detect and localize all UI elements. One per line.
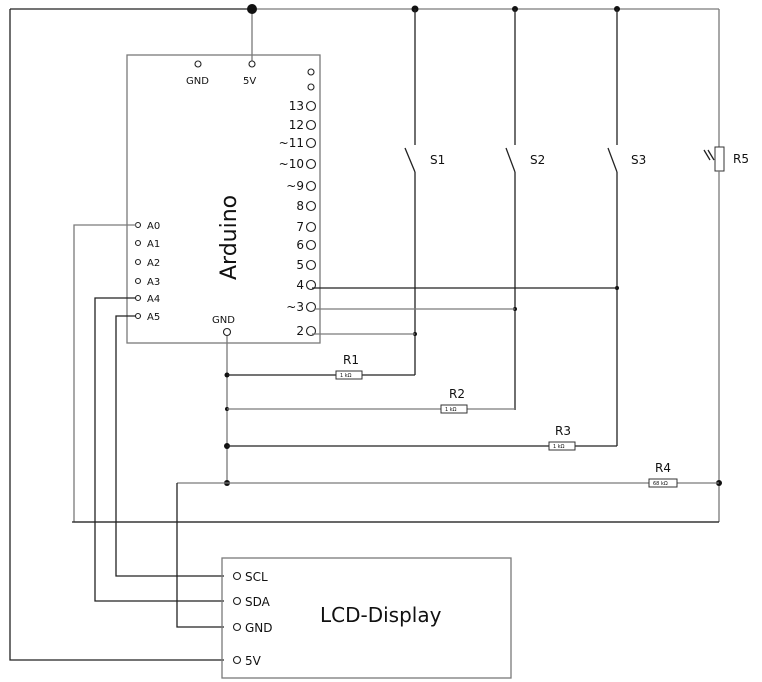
lcd-pin <box>232 655 242 665</box>
arduino-pin-label: GND <box>186 76 209 87</box>
lcd-display: LCD-Display SCL SDA GND 5V <box>221 557 512 679</box>
resistor-r2: 1 kΩ R2 <box>227 387 515 414</box>
arduino-pin-gnd-bottom <box>222 327 232 337</box>
arduino-digital-pin <box>305 301 317 313</box>
arduino-analog-pin <box>134 258 142 266</box>
resistor-r4-body <box>648 478 678 488</box>
resistor-r3-value: 1 kΩ <box>553 444 565 450</box>
lcd-pin-label: GND <box>245 621 273 635</box>
switch-s3: S3 <box>607 9 646 446</box>
arduino-title: Arduino <box>217 195 242 280</box>
arduino-digital-pin <box>305 180 317 192</box>
wire-a4-sda <box>94 297 224 602</box>
lcd-pin <box>232 571 242 581</box>
switch-s1-contact <box>404 147 416 173</box>
arduino-analog-pin <box>134 277 142 285</box>
resistor-r2-body <box>440 404 468 414</box>
lcd-pin <box>232 596 242 606</box>
arduino-digital-pin-label: 7 <box>296 220 304 234</box>
arduino-analog-pin-label: A4 <box>147 294 160 305</box>
ldr-body <box>714 146 725 172</box>
arduino-digital-pin <box>305 239 317 251</box>
digital-pin-column: 13 12 ~11 ~10 ~9 8 7 6 5 4 ~3 2 <box>279 68 317 338</box>
ldr-label: R5 <box>733 152 749 166</box>
arduino-analog-pin-label: A1 <box>147 239 160 250</box>
arduino-analog-pin <box>134 221 142 229</box>
vcc-to-lcd-wire <box>9 9 224 661</box>
lcd-outline <box>221 557 512 679</box>
light-arrows-icon <box>703 149 715 161</box>
resistor-r4: 68 kΩ R4 <box>177 461 719 488</box>
arduino-digital-pin <box>305 100 317 112</box>
wire-gnd-lcd <box>176 483 224 628</box>
arduino-analog-pin <box>134 239 142 247</box>
arduino-digital-pin-label: ~11 <box>279 136 304 150</box>
arduino-pin-label: 5V <box>243 76 256 87</box>
switch-s2: S2 <box>505 9 545 410</box>
arduino-digital-pin-label: ~3 <box>286 300 304 314</box>
lcd-pin-label: 5V <box>245 654 262 668</box>
switch-s3-label: S3 <box>631 153 646 167</box>
arduino-analog-pin <box>134 294 142 302</box>
arduino-digital-pin-label: ~10 <box>279 157 304 171</box>
arduino-digital-pin <box>305 200 317 212</box>
junction-dot <box>247 4 257 14</box>
resistor-r4-value: 68 kΩ <box>653 481 668 487</box>
arduino-digital-pin <box>305 259 317 271</box>
arduino-digital-pin-label: 2 <box>296 324 304 338</box>
resistor-r1: 1 kΩ R1 <box>227 353 415 380</box>
arduino-digital-pin <box>305 221 317 233</box>
switch-s3-contact <box>607 147 618 173</box>
arduino-analog-pin-label: A5 <box>147 312 160 323</box>
arduino-analog-pin-label: A0 <box>147 221 160 232</box>
resistor-r3: 1 kΩ R3 <box>227 424 617 451</box>
switch-s1: S1 <box>404 9 445 375</box>
resistor-r1-label: R1 <box>343 353 359 367</box>
arduino-analog-pin <box>134 312 142 320</box>
resistor-r2-value: 1 kΩ <box>445 407 457 413</box>
arduino-digital-pin-label: 8 <box>296 199 304 213</box>
arduino-digital-pin <box>307 68 315 76</box>
resistor-r1-value: 1 kΩ <box>340 373 352 379</box>
arduino-digital-pin-label: 12 <box>289 118 304 132</box>
switch-s1-label: S1 <box>430 153 445 167</box>
arduino-digital-pin <box>305 137 317 149</box>
lcd-pin-label: SCL <box>245 570 268 584</box>
arduino-digital-pin <box>307 83 315 91</box>
wire-a5-scl <box>115 315 224 577</box>
wire-a0-ldr <box>73 224 719 523</box>
lcd-pin-label: SDA <box>245 595 271 609</box>
arduino-analog-pin-label: A2 <box>147 258 160 269</box>
arduino-digital-pin-label: ~9 <box>286 179 304 193</box>
lcd-title: LCD-Display <box>320 603 442 627</box>
arduino-analog-pin-label: A3 <box>147 277 160 288</box>
lcd-pin-column: SCL SDA GND 5V <box>232 570 273 668</box>
arduino-digital-pin-label: 4 <box>296 278 304 292</box>
arduino-pin-5v <box>248 60 256 68</box>
resistor-r1-body <box>335 370 363 380</box>
arduino-digital-pin <box>305 325 317 337</box>
vcc-rail <box>9 4 719 661</box>
resistor-r2-label: R2 <box>449 387 465 401</box>
arduino-digital-pin <box>305 279 317 291</box>
arduino-digital-pin <box>305 158 317 170</box>
switch-s2-label: S2 <box>530 153 545 167</box>
arduino-digital-pin-label: 6 <box>296 238 304 252</box>
resistor-r4-label: R4 <box>655 461 671 475</box>
arduino-pin-label: GND <box>212 315 235 326</box>
ldr-r5: R5 <box>703 9 749 522</box>
resistor-r3-body <box>548 441 576 451</box>
arduino-pin-gnd-top <box>194 60 202 68</box>
arduino-digital-pin-label: 13 <box>289 99 304 113</box>
switch-s2-contact <box>505 147 516 173</box>
arduino-digital-pin <box>305 119 317 131</box>
arduino-outline <box>126 54 321 344</box>
arduino-board: Arduino GND 5V GND 1312~11~10~987654~32 … <box>126 54 321 344</box>
lcd-pin <box>232 622 242 632</box>
arduino-digital-pin-label: 5 <box>296 258 304 272</box>
resistor-r3-label: R3 <box>555 424 571 438</box>
